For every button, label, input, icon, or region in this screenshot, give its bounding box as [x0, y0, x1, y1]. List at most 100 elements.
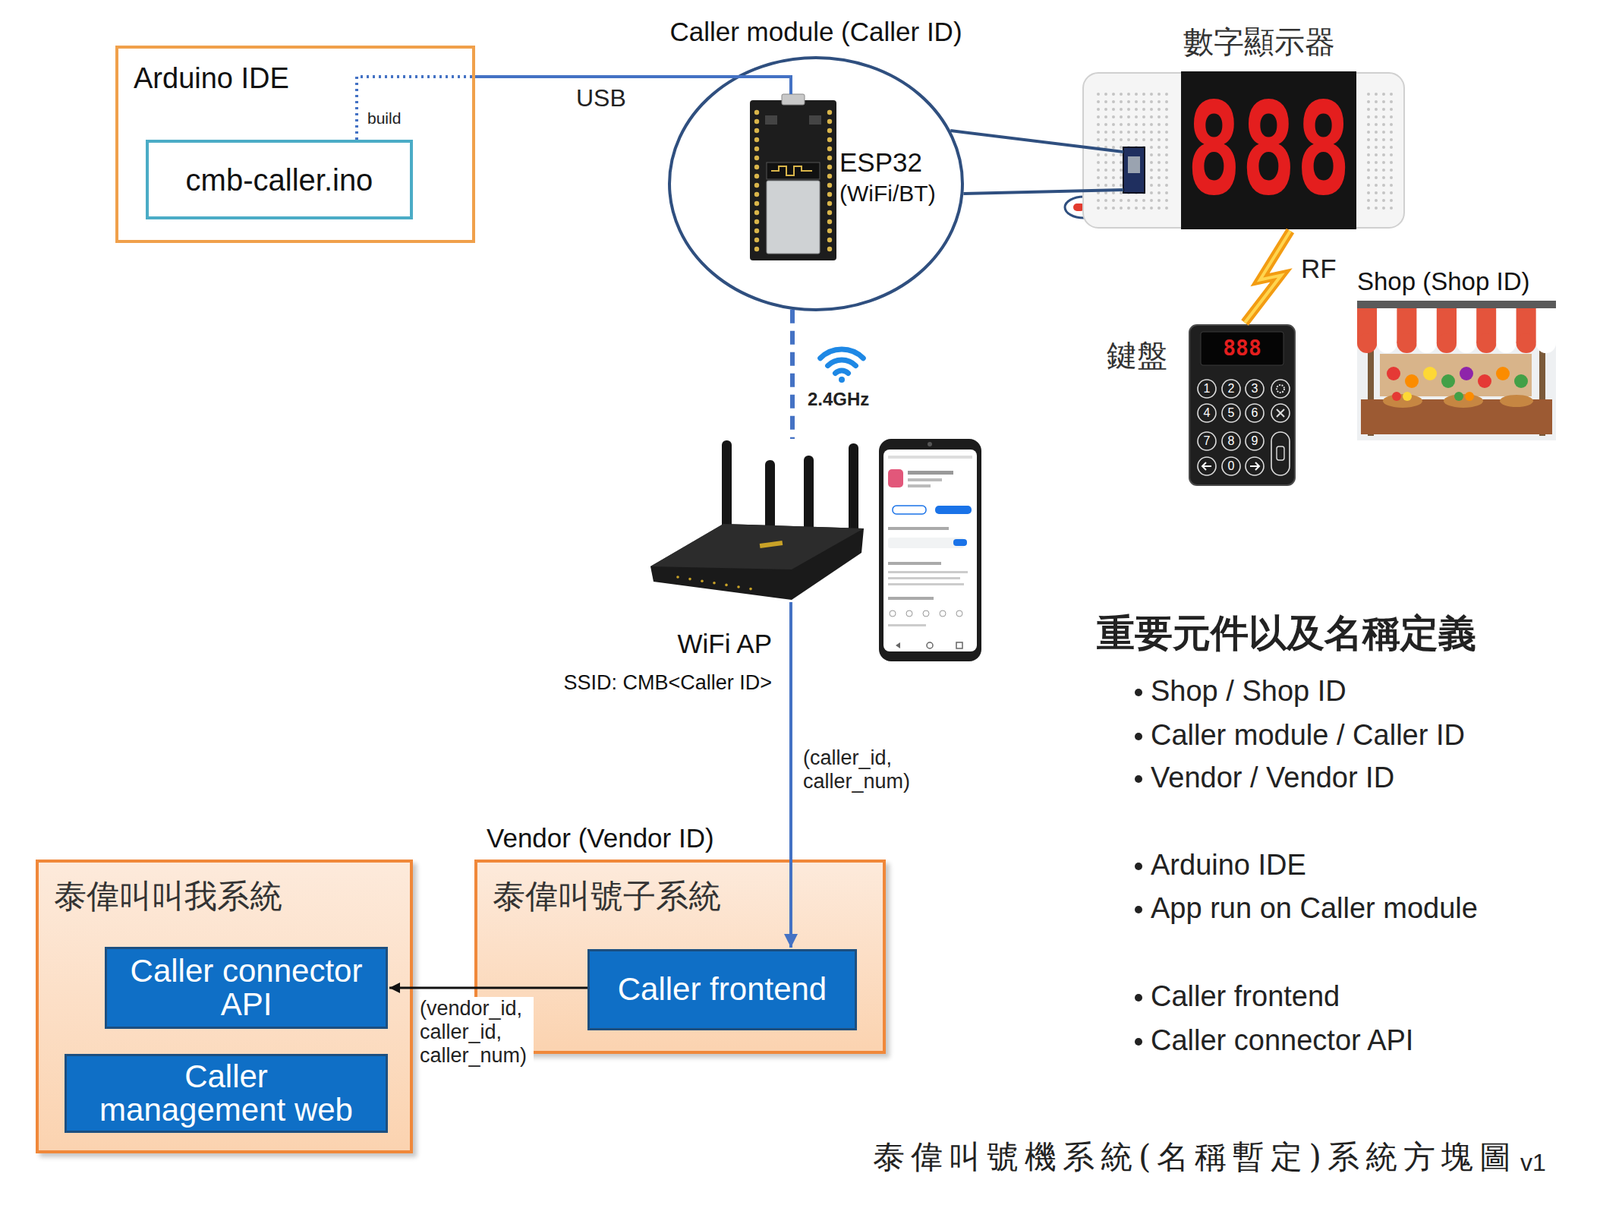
display-illustration-part	[1119, 176, 1123, 180]
market-stall-part	[1496, 333, 1516, 353]
glossary-item: Arduino IDE	[1150, 848, 1307, 882]
display-illustration-part	[1111, 160, 1115, 164]
connector-line	[475, 75, 736, 79]
usb-label: USB	[576, 84, 627, 113]
smartphone-part	[895, 642, 901, 649]
display-illustration-part	[1119, 100, 1123, 104]
display-illustration-part	[1104, 107, 1108, 111]
glossary-item: Caller module / Caller ID	[1150, 718, 1465, 753]
display-illustration-part	[1096, 206, 1100, 210]
display-illustration-part	[1374, 160, 1378, 164]
display-illustration-part	[1165, 176, 1169, 180]
display-illustration-part	[1382, 130, 1386, 134]
keypad-illustration-part	[1222, 431, 1241, 451]
display-illustration-part	[1096, 168, 1100, 172]
display-illustration-part	[1149, 145, 1153, 149]
module-illustration-part	[827, 137, 832, 142]
market-stall-part	[1357, 300, 1556, 309]
connector	[790, 601, 792, 948]
display-illustration-part	[1165, 191, 1169, 195]
display-illustration-part	[1382, 198, 1386, 202]
connector-line	[790, 309, 795, 439]
market-stall-part	[1396, 333, 1417, 353]
router-illustration-part	[688, 577, 692, 581]
display-illustration-part	[1382, 115, 1386, 119]
list-bullets-part	[1134, 905, 1143, 914]
display-illustration-part	[1165, 130, 1169, 134]
wifi-icon	[820, 349, 864, 383]
market-stall-part	[1357, 333, 1377, 353]
display-illustration-part	[1104, 191, 1108, 195]
display-illustration-part	[1165, 107, 1169, 111]
module-illustration-part	[827, 182, 832, 188]
band-label: 2.4GHz	[807, 388, 870, 410]
market-stall-part	[1477, 374, 1492, 388]
display-illustration-part	[1142, 206, 1146, 210]
display-illustration-part	[1389, 115, 1393, 119]
module-illustration-part	[766, 180, 820, 254]
frontend-box: Caller frontend	[587, 948, 857, 1030]
display-illustration-part	[1142, 92, 1146, 96]
key-digit: 5	[1222, 405, 1240, 421]
router-illustration-part	[712, 581, 716, 585]
display-illustration-part	[1142, 115, 1146, 119]
display-illustration-part	[1165, 183, 1169, 187]
module-illustration-part	[827, 237, 832, 243]
smartphone-part	[888, 576, 961, 580]
display-illustration-part	[1119, 168, 1123, 172]
display-illustration-part	[1119, 122, 1123, 126]
smartphone-part	[956, 642, 963, 649]
display-illustration-part	[1366, 138, 1371, 142]
smartphone-part	[888, 537, 964, 549]
display-illustration-part	[1374, 206, 1378, 210]
display-illustration-part	[1366, 168, 1371, 172]
display-illustration-part	[1389, 107, 1393, 111]
module-illustration-part	[754, 201, 760, 206]
market-stall-part	[1379, 353, 1532, 397]
module-illustration-part	[754, 164, 760, 170]
key-digit: 4	[1198, 405, 1216, 421]
module-illustration-part	[827, 228, 832, 234]
display-illustration-part	[1165, 198, 1169, 202]
display-illustration-part	[1127, 138, 1131, 142]
display-illustration-part	[1096, 138, 1100, 142]
display-illustration-part	[1157, 198, 1161, 202]
key-digit: 0	[1222, 458, 1240, 474]
display-illustration-part	[1389, 130, 1393, 134]
wifi-icon-part	[828, 359, 857, 366]
smartphone-part	[888, 469, 904, 488]
display-illustration-part	[1111, 138, 1115, 142]
module-illustration-part	[754, 119, 760, 124]
display-illustration-part	[1366, 176, 1371, 180]
keypad-illustration-part	[1245, 403, 1264, 423]
display-illustration-part	[1382, 122, 1386, 126]
display-illustration-part	[1165, 92, 1169, 96]
display-illustration-part	[1134, 115, 1138, 119]
keypad-illustration-part	[1197, 431, 1216, 451]
market-stall-part	[1386, 366, 1401, 381]
keypad-illustration-part	[1245, 456, 1264, 476]
ide-title: Arduino IDE	[133, 62, 290, 96]
smartphone-part	[888, 570, 968, 574]
display-illustration-part	[1123, 147, 1145, 193]
display-illustration-part	[1127, 115, 1131, 119]
display-illustration-part	[1111, 191, 1115, 195]
display-illustration-part	[1149, 100, 1153, 104]
router-illustration-part	[650, 523, 864, 600]
display-illustration-part	[1366, 145, 1371, 149]
glossary-item: Caller connector API	[1150, 1023, 1414, 1058]
display-illustration-part	[1111, 206, 1115, 210]
display-illustration-part	[1366, 92, 1371, 96]
display-illustration-part	[1111, 153, 1115, 157]
display-illustration-part	[1134, 122, 1138, 126]
keypad-digits: 888	[1202, 334, 1282, 362]
display-illustration-part	[1096, 115, 1100, 119]
display-illustration-part	[1382, 176, 1386, 180]
list-bullets-part	[1134, 862, 1143, 870]
display-illustration-part	[1382, 206, 1386, 210]
display-illustration-part	[1165, 122, 1169, 126]
module-illustration-part	[754, 146, 760, 152]
display-illustration-part	[1111, 145, 1115, 149]
keypad-illustration-part	[1189, 324, 1295, 486]
